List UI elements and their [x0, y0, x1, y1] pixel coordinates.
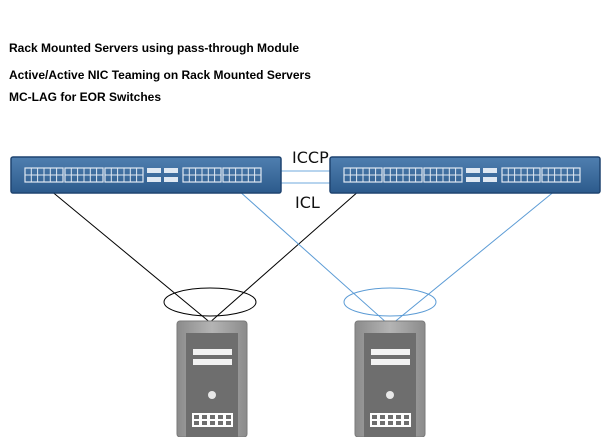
server-tower-icon	[354, 320, 426, 437]
left-server-link-to-right-switch	[207, 189, 361, 325]
right-server-link-to-left-switch	[237, 189, 389, 325]
heading-pass-through-module: Rack Mounted Servers using pass-through …	[9, 41, 300, 55]
left-switch	[10, 156, 282, 194]
right-server-link-to-right-switch	[391, 189, 557, 325]
left-server	[176, 320, 248, 437]
heading-nic-teaming: Active/Active NIC Teaming on Rack Mounte…	[9, 68, 311, 82]
icl-label: ICL	[295, 193, 320, 212]
heading-mc-lag: MC-LAG for EOR Switches	[9, 90, 162, 104]
network-switch-icon	[329, 156, 601, 194]
left-server-lag-ellipse	[163, 287, 257, 317]
iccp-label: ICCP	[292, 148, 329, 167]
left-server-link-to-left-switch	[49, 189, 213, 325]
right-switch	[329, 156, 601, 194]
right-server-lag-ellipse	[343, 287, 437, 317]
network-switch-icon	[10, 156, 282, 194]
server-tower-icon	[176, 320, 248, 437]
right-server	[354, 320, 426, 437]
